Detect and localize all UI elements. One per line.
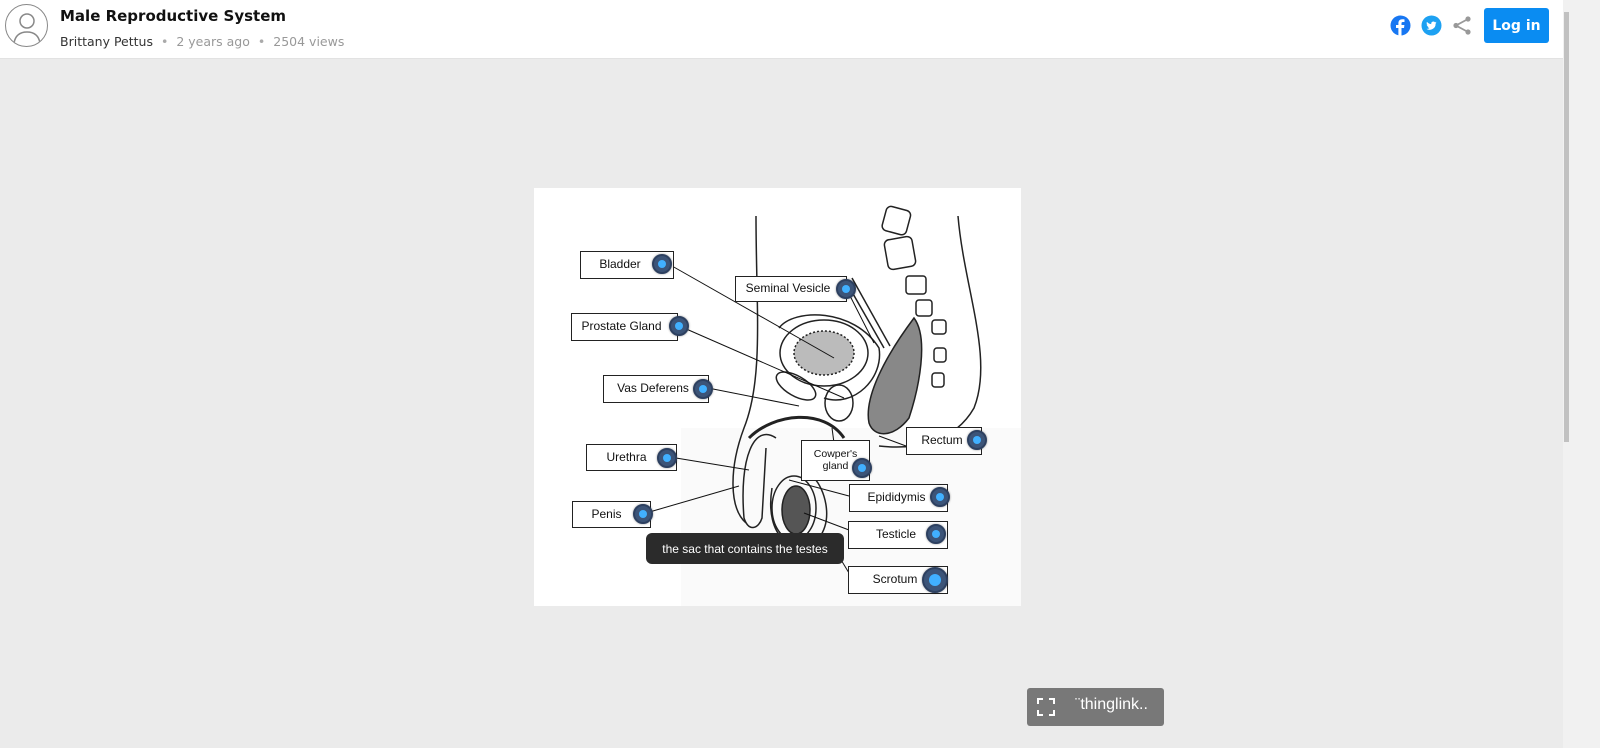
thinglink-logo[interactable]: ¨thinglink.. bbox=[1075, 696, 1148, 713]
label-prostate-gland: Prostate Gland bbox=[571, 313, 678, 341]
hotspot-bladder[interactable] bbox=[652, 254, 672, 274]
fullscreen-icon[interactable] bbox=[1037, 698, 1055, 716]
scrollbar[interactable] bbox=[1563, 0, 1600, 748]
twitter-icon[interactable] bbox=[1421, 15, 1442, 36]
view-count: 2504 views bbox=[273, 34, 345, 49]
hotspot-tooltip: the sac that contains the testes bbox=[646, 533, 844, 564]
page-title: Male Reproductive System bbox=[60, 7, 287, 25]
share-icon[interactable] bbox=[1452, 15, 1473, 36]
hotspot-rectum[interactable] bbox=[967, 430, 987, 450]
hotspot-vas-deferens[interactable] bbox=[693, 379, 713, 399]
meta-line: Brittany Pettus•2 years ago•2504 views bbox=[60, 34, 345, 49]
hotspot-epididymis[interactable] bbox=[930, 487, 950, 507]
hotspot-urethra[interactable] bbox=[657, 448, 677, 468]
hotspot-cowpers-gland[interactable] bbox=[852, 458, 872, 478]
thinglink-toolbar: ¨thinglink.. bbox=[1027, 688, 1164, 726]
hotspot-prostate-gland[interactable] bbox=[669, 316, 689, 336]
hotspot-seminal-vesicle[interactable] bbox=[836, 279, 856, 299]
header: Male Reproductive System Brittany Pettus… bbox=[0, 0, 1563, 59]
scrollbar-thumb[interactable] bbox=[1564, 12, 1569, 442]
hotspot-penis[interactable] bbox=[633, 504, 653, 524]
avatar[interactable] bbox=[5, 4, 48, 47]
facebook-icon[interactable] bbox=[1390, 15, 1411, 36]
post-age: 2 years ago bbox=[176, 34, 250, 49]
author-link[interactable]: Brittany Pettus bbox=[60, 34, 153, 49]
label-epididymis: Epididymis bbox=[849, 484, 948, 512]
label-cowpers-line2: gland bbox=[822, 459, 849, 472]
hotspot-testicle[interactable] bbox=[926, 524, 946, 544]
label-seminal-vesicle: Seminal Vesicle bbox=[735, 276, 847, 302]
login-button[interactable]: Log in bbox=[1484, 8, 1549, 43]
hotspot-scrotum[interactable] bbox=[922, 567, 948, 593]
label-vas-deferens: Vas Deferens bbox=[603, 375, 709, 403]
label-cowpers-line1: Cowper's bbox=[813, 447, 858, 460]
